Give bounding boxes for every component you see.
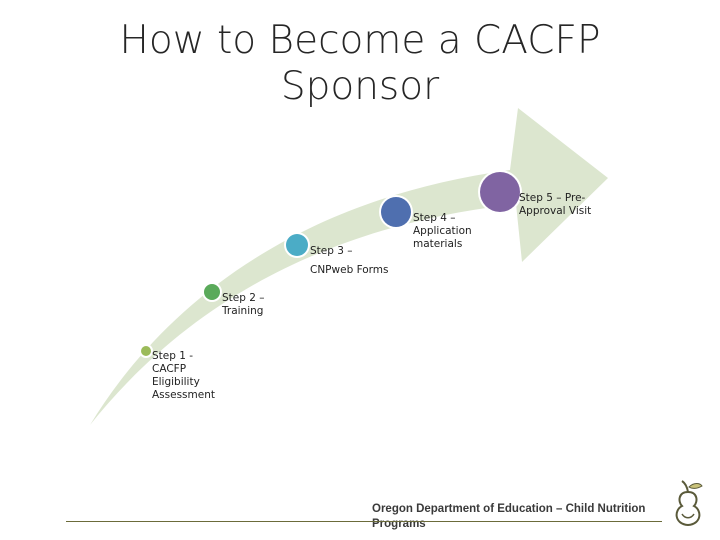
title-line-1: How to Become a CACFP [119,18,601,63]
step-2-marker [204,284,220,300]
step-5-marker [480,172,520,212]
step-3-label-line: CNPweb Forms [310,264,389,276]
step-1-label-line: Eligibility [152,376,200,388]
step-5-label-line: Step 5 – Pre- [519,192,586,204]
step-2-label-line: Step 2 – [222,292,265,304]
step-4-label-line: materials [413,238,463,250]
footer-divider [66,521,662,522]
footer-text: Oregon Department of Education – Child N… [372,503,646,530]
step-5-label-line: Approval Visit [519,205,592,217]
step-4-label-line: Step 4 – [413,212,456,224]
step-1-label-line: Step 1 - [152,350,194,362]
step-4-label-line: Application [413,225,472,237]
step-1-label-line: CACFP [152,363,187,375]
step-3-label-line: Step 3 – [310,245,353,257]
step-4-label: Step 4 – Application materials [413,212,472,251]
step-2-label-line: Training [222,305,264,317]
step-5-label: Step 5 – Pre- Approval Visit [519,192,591,218]
pear-logo-icon [675,480,703,527]
step-2-label: Step 2 – Training [222,292,265,318]
step-3-marker [286,234,308,256]
step-1-label-line: Assessment [152,389,215,401]
step-1-marker [141,346,151,356]
title-line-2: Sponsor [280,64,440,109]
step-3-label: Step 3 – CNPweb Forms [310,245,389,277]
step-1-label: Step 1 - CACFP Eligibility Assessment [152,350,215,402]
page-title: How to Become a CACFP Sponsor [60,18,660,110]
curved-arrow-shape [90,108,608,425]
step-4-marker [381,197,411,227]
